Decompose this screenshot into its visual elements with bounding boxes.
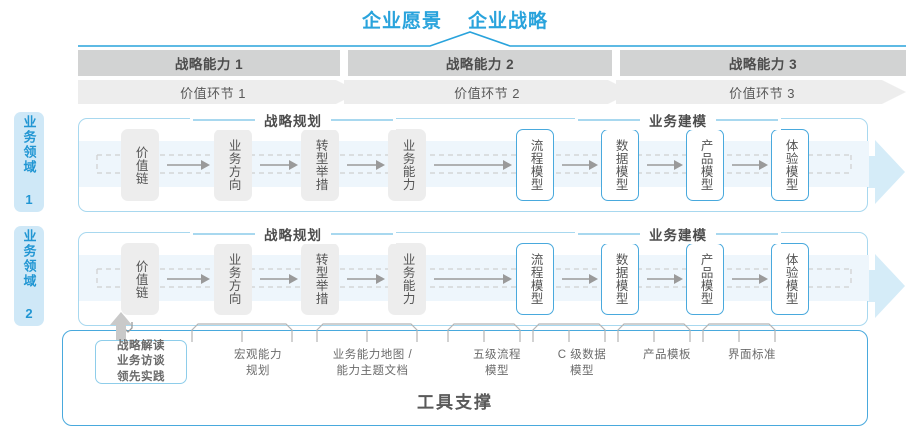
section-title-modeling-1-text: 业务建模 <box>649 114 707 129</box>
tool-box-strategy-input[interactable]: 战略解读 业务访谈 领先实践 <box>95 340 187 384</box>
tool-label-3-line-2: 模型 <box>485 364 509 377</box>
tool-support-container <box>62 330 868 426</box>
node-model-2-1[interactable]: 流程模型 <box>516 243 554 315</box>
node-model-1-3[interactable]: 产品模型 <box>686 129 724 201</box>
tool-label-4-line-2: 模型 <box>570 364 594 377</box>
section-title-planning-2: 战略规划 <box>190 224 396 244</box>
node-model-1-4-label: 体验模型 <box>783 139 798 191</box>
node-plan-2-2[interactable]: 业务方向 <box>214 243 252 315</box>
node-model-2-3-label: 产品模型 <box>698 253 713 305</box>
capability-band-3: 战略能力 3 <box>620 50 906 76</box>
node-model-2-3[interactable]: 产品模型 <box>686 243 724 315</box>
title-enterprise-vision: 企业愿景 <box>361 11 442 32</box>
tool-label-2: 业务能力地图 / 能力主题文档 <box>305 348 440 379</box>
value-chain-bands: 价值环节 1 价值环节 2 价值环节 3 <box>78 80 906 104</box>
node-model-2-1-label: 流程模型 <box>528 253 543 305</box>
node-model-1-1-label: 流程模型 <box>528 139 543 191</box>
row-2-arrows-icon <box>167 274 768 284</box>
tool-label-1-line-2: 规划 <box>246 364 270 377</box>
node-plan-1-4[interactable]: 业务能力 <box>388 129 426 201</box>
value-chain-label-1: 价值环节 1 <box>180 85 246 101</box>
section-rule-right <box>331 119 393 121</box>
row-1-dashed-track <box>96 154 852 174</box>
node-plan-1-1[interactable]: 价值链 <box>121 129 159 201</box>
tool-support-title: 工具支撑 <box>417 393 493 412</box>
tool-label-6-line-1: 界面标准 <box>728 349 776 361</box>
node-model-1-2[interactable]: 数据模型 <box>601 129 639 201</box>
tool-box-line-2: 业务访谈 <box>117 355 165 368</box>
node-plan-2-1-label: 价值链 <box>133 259 148 299</box>
tool-box-line-3: 领先实践 <box>117 370 165 383</box>
node-plan-1-4-label: 业务能力 <box>400 139 415 191</box>
capability-band-2: 战略能力 2 <box>348 50 612 76</box>
row-2-dashed-track <box>96 268 852 288</box>
node-model-1-4[interactable]: 体验模型 <box>771 129 809 201</box>
tool-box-line-1: 战略解读 <box>117 339 165 352</box>
value-chain-chevrons <box>78 80 906 104</box>
section-title-planning-2-text: 战略规划 <box>264 228 322 243</box>
diagram-title: 企业愿景 企业战略 <box>0 6 910 33</box>
tool-label-2-line-2: 能力主题文档 <box>336 364 409 377</box>
section-title-planning-1: 战略规划 <box>190 110 396 130</box>
title-peak-connector <box>78 31 906 47</box>
section-rule-left <box>578 119 640 121</box>
node-plan-2-3[interactable]: 转型举措 <box>301 243 339 315</box>
side-label-domain-2-text: 业务领域 2 <box>21 229 37 323</box>
value-chain-label-2: 价值环节 2 <box>454 85 520 101</box>
node-model-1-2-label: 数据模型 <box>613 139 628 191</box>
section-rule-right <box>331 233 393 235</box>
tool-label-1: 宏观能力 规划 <box>198 348 318 379</box>
side-label-domain-2: 业务领域 2 <box>14 226 44 326</box>
node-model-1-3-label: 产品模型 <box>698 139 713 191</box>
node-plan-1-3-label: 转型举措 <box>313 139 328 191</box>
row-1-arrows-icon <box>167 160 768 170</box>
section-rule-right <box>716 233 778 235</box>
node-plan-2-3-label: 转型举措 <box>313 253 328 305</box>
node-model-2-4-label: 体验模型 <box>783 253 798 305</box>
node-plan-1-1-label: 价值链 <box>133 145 148 185</box>
section-rule-left <box>193 233 255 235</box>
node-plan-1-2[interactable]: 业务方向 <box>214 129 252 201</box>
tool-label-5-line-1: 产品模板 <box>643 349 691 361</box>
section-rule-left <box>578 233 640 235</box>
tool-label-4-line-1: C 级数据 <box>557 349 607 361</box>
section-title-modeling-2-text: 业务建模 <box>649 228 707 243</box>
section-title-modeling-1: 业务建模 <box>575 110 781 130</box>
tool-label-6: 界面标准 <box>702 348 802 364</box>
tool-label-2-line-1: 业务能力地图 / <box>332 349 413 361</box>
capability-band-1: 战略能力 1 <box>78 50 340 76</box>
node-model-2-2-label: 数据模型 <box>613 253 628 305</box>
node-plan-2-4-label: 业务能力 <box>400 253 415 305</box>
tool-label-4: C 级数据 模型 <box>532 348 632 379</box>
side-label-domain-1-text: 业务领域 1 <box>21 115 37 209</box>
section-rule-left <box>193 119 255 121</box>
node-plan-2-4[interactable]: 业务能力 <box>388 243 426 315</box>
domain-row-2: 价值链 业务方向 转型举措 业务能力 流程模型 数据模型 产品模型 体验模型 <box>78 232 869 326</box>
node-plan-1-3[interactable]: 转型举措 <box>301 129 339 201</box>
section-title-modeling-2: 业务建模 <box>575 224 781 244</box>
node-model-2-4[interactable]: 体验模型 <box>771 243 809 315</box>
tool-label-3-line-1: 五级流程 <box>473 349 521 361</box>
row-2-track <box>79 255 869 301</box>
node-model-1-1[interactable]: 流程模型 <box>516 129 554 201</box>
tool-connectors-icon <box>123 322 776 342</box>
side-label-domain-1: 业务领域 1 <box>14 112 44 212</box>
section-title-planning-1-text: 战略规划 <box>264 114 322 129</box>
tool-label-1-line-1: 宏观能力 <box>234 349 282 361</box>
node-plan-2-2-label: 业务方向 <box>226 253 241 305</box>
tool-upward-arrow-icon <box>110 312 132 340</box>
node-plan-1-2-label: 业务方向 <box>226 139 241 191</box>
tool-label-5: 产品模板 <box>617 348 717 364</box>
row-1-track <box>79 141 869 187</box>
title-enterprise-strategy: 企业战略 <box>468 11 549 32</box>
tool-label-3: 五级流程 模型 <box>447 348 547 379</box>
node-plan-2-1[interactable]: 价值链 <box>121 243 159 315</box>
value-chain-label-3: 价值环节 3 <box>729 85 795 101</box>
domain-row-1: 价值链 业务方向 转型举措 业务能力 流程模型 数据模型 产品模型 体验模型 <box>78 118 869 212</box>
section-rule-right <box>716 119 778 121</box>
